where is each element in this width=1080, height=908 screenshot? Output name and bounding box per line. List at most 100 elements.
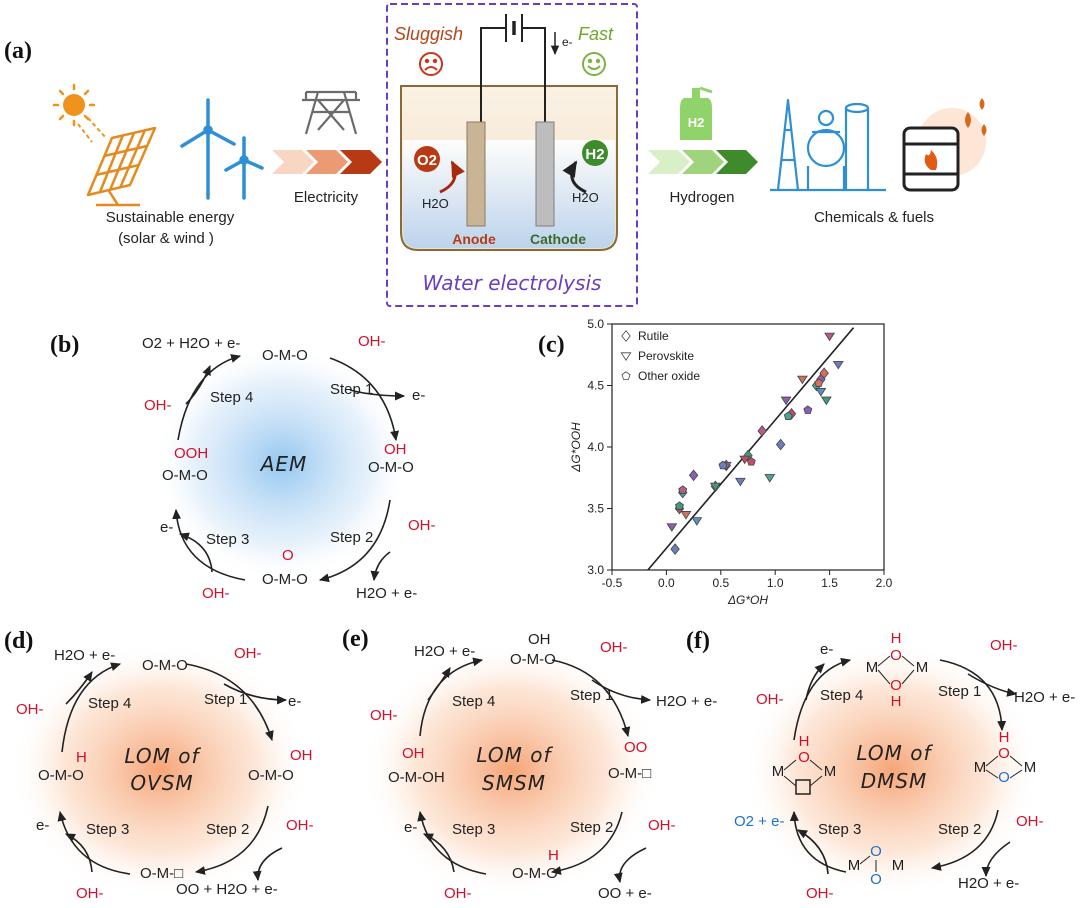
happy-face-icon (582, 52, 606, 76)
data-point-pentagon (678, 485, 688, 494)
legend-marker-triangle-down (620, 352, 632, 361)
aem-oh-step3: OH- (202, 585, 230, 602)
dmsm-e-step4: e- (820, 641, 833, 658)
electricity-label: Electricity (294, 189, 359, 206)
data-point-pentagon (803, 405, 813, 414)
aem-o2-product: O2 + H2O + e- (142, 335, 240, 352)
svg-text:O: O (870, 871, 882, 888)
sluggish-label: Sluggish (394, 24, 463, 44)
panel-a-label: (a) (4, 38, 32, 64)
y-tick-label: 4.5 (587, 379, 604, 393)
ovsm-cycle-arrows (57, 662, 288, 882)
x-tick-label: 1.0 (767, 576, 784, 590)
ovsm-step3: Step 3 (86, 821, 129, 838)
data-point-diamond (757, 425, 767, 437)
x-tick-label: 1.5 (821, 576, 838, 590)
panel-d-label: (d) (4, 628, 33, 654)
x-tick-label: -0.5 (602, 576, 623, 590)
ovsm-center-line1: LOM of (124, 744, 201, 768)
ovsm-intermediate-top: O-M-O (142, 657, 188, 674)
dmsm-oh-step4: OH- (756, 691, 784, 708)
ovsm-h2o-product: H2O + e- (54, 647, 115, 664)
dmsm-step4: Step 4 (820, 687, 863, 704)
data-point-diamond (670, 543, 680, 555)
smsm-step3: Step 3 (452, 821, 495, 838)
smsm-h2o-product: H2O + e- (414, 643, 475, 660)
dmsm-center-line1: LOM of (856, 741, 933, 765)
aem-step2: Step 2 (330, 529, 373, 546)
ovsm-h-adsorbate: H (76, 749, 87, 766)
sustainable-energy-sublabel: (solar & wind ) (118, 230, 214, 247)
data-point-triangle-down (680, 511, 692, 520)
smsm-oo-adsorbate: OO (624, 739, 647, 756)
smsm-intermediate-top: O-M-O (510, 651, 556, 668)
data-point-triangle-down (780, 396, 792, 406)
ovsm-intermediate-right: O-M-O (248, 767, 294, 784)
dmsm-h2o-step2: H2O + e- (958, 875, 1019, 892)
dmsm-oh-step2: OH- (1016, 813, 1044, 830)
hydrogen-tank-icon (680, 86, 713, 140)
smsm-intermediate-right: O-M-□ (608, 765, 651, 782)
data-point-triangle-down (739, 455, 751, 465)
smsm-glow (362, 642, 662, 898)
y-axis-label: ΔG*OOH (569, 422, 583, 473)
h2-bubble-label: H2 (585, 146, 604, 163)
smsm-e-step3: e- (404, 819, 417, 836)
svg-text:H: H (891, 630, 902, 647)
o2-bubble (414, 146, 440, 172)
aem-oh-step1: OH- (358, 333, 386, 350)
svg-text:O: O (798, 749, 810, 766)
aem-oh-adsorbate: OH (384, 441, 407, 458)
panel-c-label: (c) (538, 332, 565, 358)
svg-text:M: M (892, 857, 905, 874)
y-tick-label: 3.0 (587, 563, 604, 577)
y-tick-label: 3.5 (587, 502, 604, 516)
electricity-arrow-icon (272, 150, 382, 174)
data-point-pentagon (674, 501, 684, 510)
electrolysis-cell (400, 14, 618, 251)
smsm-h-adsorbate: H (548, 847, 559, 864)
aem-step4: Step 4 (210, 389, 253, 406)
svg-text:M: M (974, 759, 987, 776)
svg-text:O: O (998, 769, 1010, 786)
smsm-intermediate-left: O-M-OH (388, 769, 445, 786)
data-point-triangle-down (824, 332, 836, 342)
legend-label: Rutile (638, 329, 669, 343)
svg-text:O: O (870, 843, 882, 860)
smsm-oh-step4: OH- (370, 707, 398, 724)
smsm-center-line2: SMSM (482, 771, 546, 795)
x-axis-label: ΔG*OH (727, 593, 768, 607)
aem-step3: Step 3 (206, 531, 249, 548)
ovsm-oh-step4: OH- (16, 701, 44, 718)
svg-text:O: O (890, 647, 902, 664)
svg-text:M: M (866, 659, 879, 676)
data-point-triangle-down (691, 517, 703, 526)
aem-oh-step4: OH- (144, 397, 172, 414)
panel-b-label: (b) (50, 332, 79, 358)
hydrogen-arrow-icon (648, 150, 758, 174)
data-point-triangle-down (820, 396, 832, 406)
svg-text:M: M (772, 763, 785, 780)
ovsm-intermediate-bottom: O-M-□ (140, 865, 183, 882)
data-point-triangle-down (815, 388, 827, 397)
svg-text:H: H (999, 729, 1010, 746)
aem-intermediate-top: O-M-O (262, 347, 308, 364)
smsm-oo-product: OO + e- (598, 885, 652, 902)
legend-marker-pentagon (621, 371, 631, 380)
smsm-oh-step1: OH- (600, 639, 628, 656)
dmsm-center-line2: DMSM (861, 769, 928, 793)
ovsm-center-line2: OVSM (130, 771, 193, 795)
ovsm-e-step1: e- (288, 693, 301, 710)
dmsm-oh-step1: OH- (990, 637, 1018, 654)
dmsm-o2-product: O2 + e- (734, 813, 784, 830)
svg-text:M: M (848, 857, 861, 874)
ovsm-e-step3: e- (36, 817, 49, 834)
aem-h2o-step2: H2O + e- (356, 585, 417, 602)
ovsm-oh-step1: OH- (234, 645, 262, 662)
dmsm-top-structure: H O M M O H (866, 630, 929, 710)
smsm-step1: Step 1 (570, 687, 613, 704)
water-electrolysis-label: Water electrolysis (423, 271, 602, 295)
